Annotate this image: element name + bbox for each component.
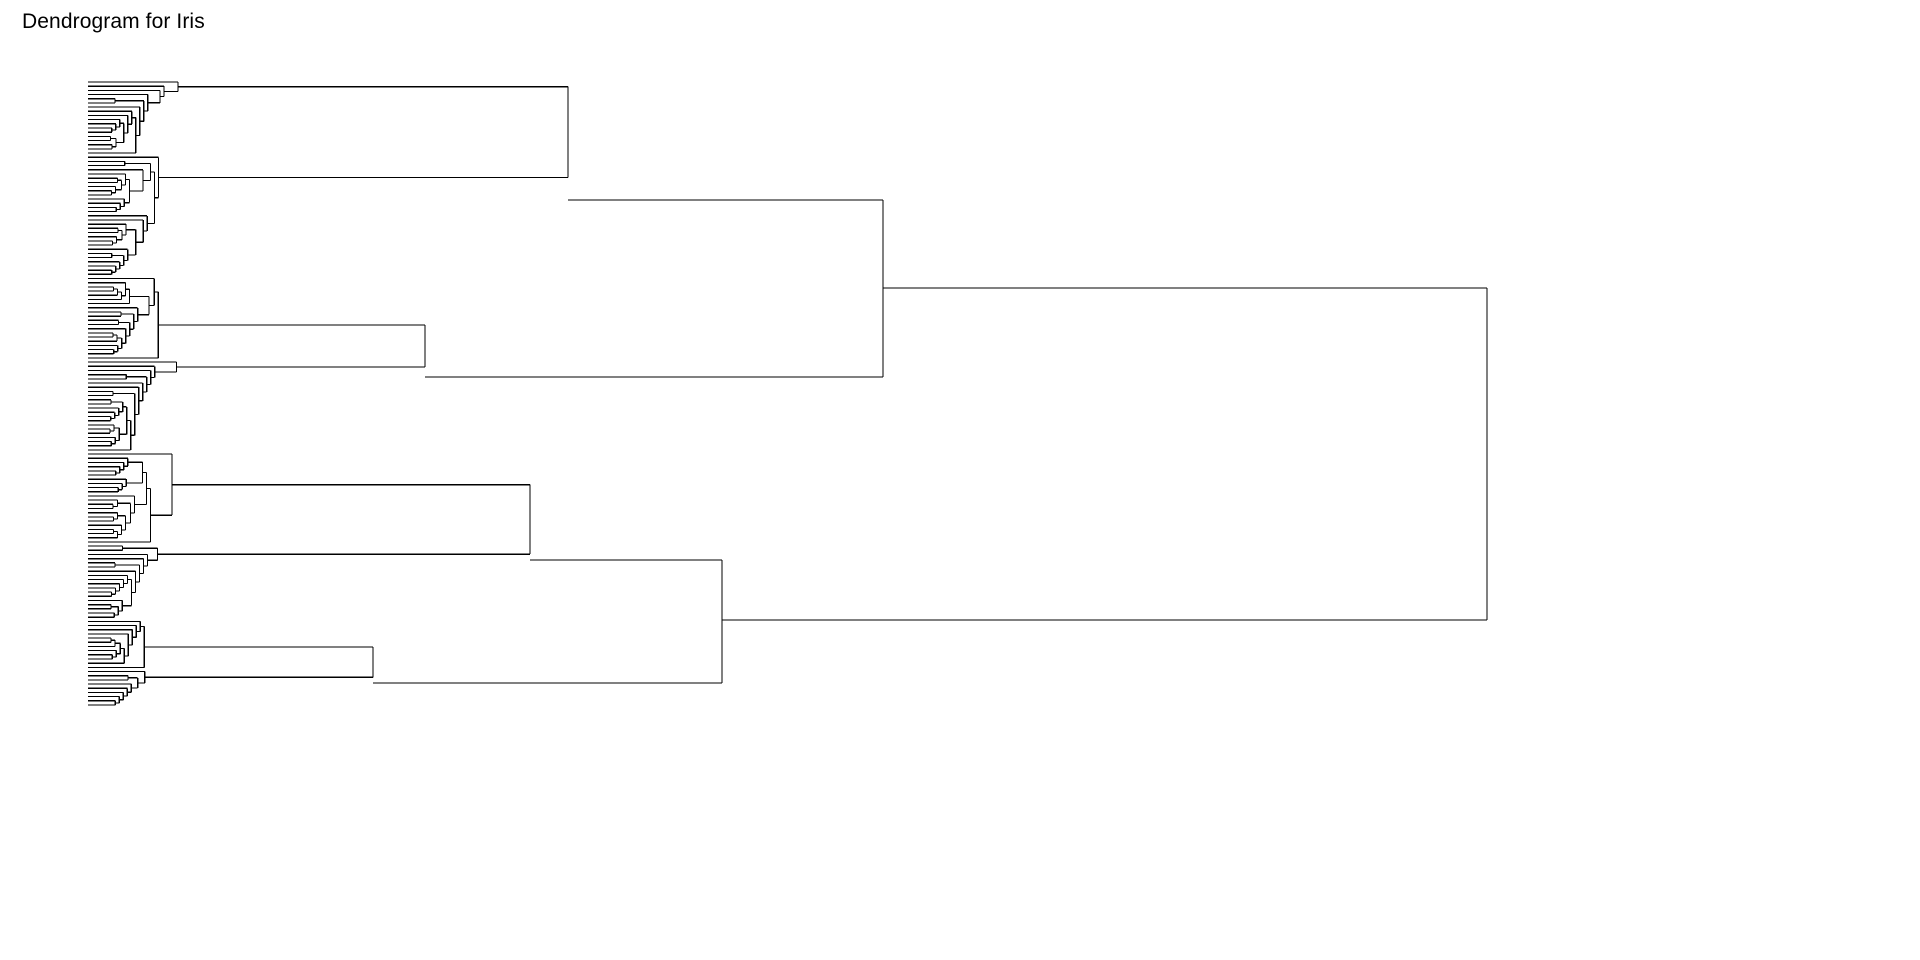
page-title: Dendrogram for Iris <box>22 10 205 33</box>
dendrogram-branches <box>88 81 1488 706</box>
dendrogram-link-paths <box>88 81 1488 706</box>
